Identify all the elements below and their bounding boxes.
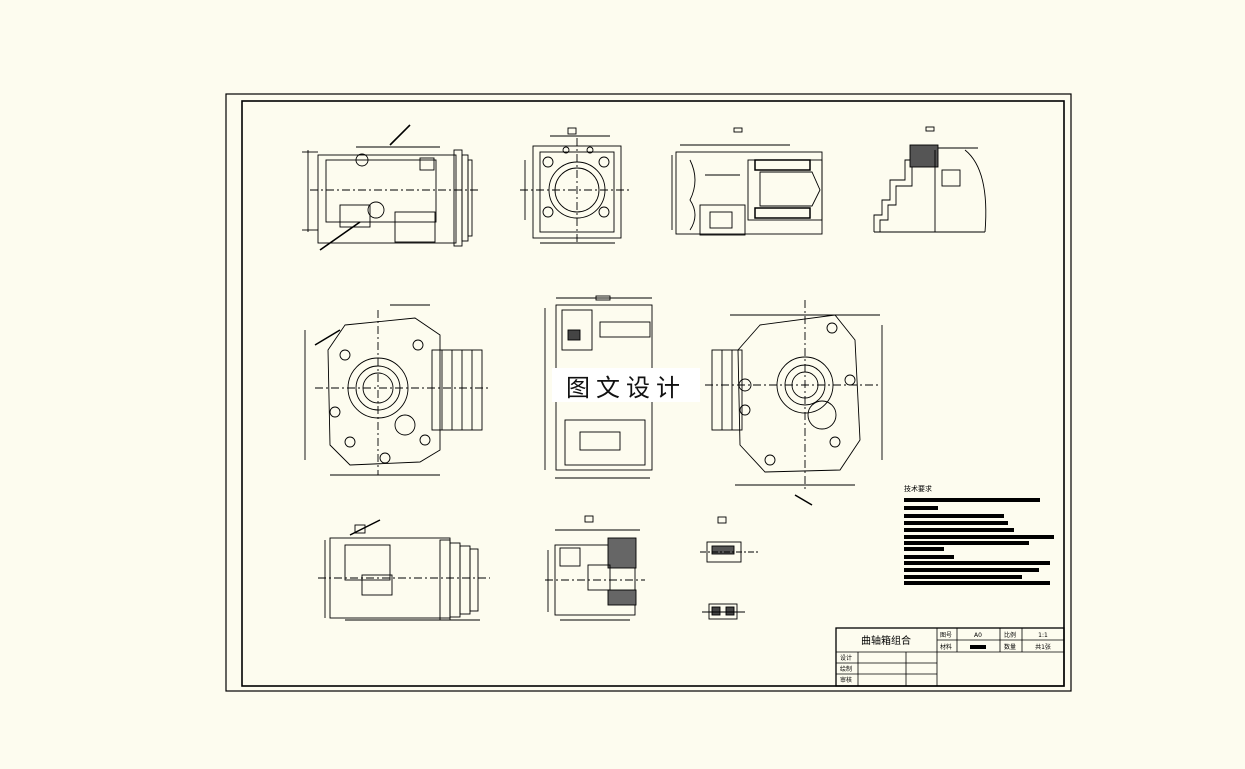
- view-flange-front: [520, 127, 632, 245]
- tech-req-heading: 技术要求: [904, 484, 932, 493]
- view-crankcase-face-left: [304, 304, 490, 476]
- tech-req-lines: [904, 498, 1054, 585]
- view-bottom-center-section: [545, 515, 645, 621]
- technical-requirements: 技术要求: [904, 484, 1054, 585]
- check-label: 审核: [840, 676, 852, 684]
- drawing-no-value: A0: [974, 632, 982, 639]
- view-crankcase-face-right: [705, 300, 883, 506]
- inner-border: [241, 100, 1065, 687]
- scale-value: 1:1: [1038, 632, 1048, 639]
- view-side-section: [302, 124, 480, 251]
- view-detail-section: [873, 126, 987, 233]
- title-block: [835, 627, 1065, 687]
- view-small-details: [700, 516, 760, 620]
- watermark: 图文设计: [552, 368, 700, 402]
- scale-label: 比例: [1004, 631, 1016, 639]
- sheets-label: 数量: [1004, 643, 1016, 651]
- outer-border: [225, 93, 1072, 692]
- design-label: 设计: [840, 654, 852, 662]
- drawing-no-label: 图号: [940, 632, 952, 639]
- material-value-redacted: [970, 645, 986, 649]
- view-cylinder-section: [671, 127, 823, 236]
- title-block-title: 曲轴箱组合: [861, 634, 911, 647]
- sheets-value: 共1张: [1035, 643, 1051, 651]
- drawn-label: 绘制: [840, 665, 852, 673]
- view-bottom-side-section: [318, 519, 490, 621]
- material-label: 材料: [940, 643, 952, 651]
